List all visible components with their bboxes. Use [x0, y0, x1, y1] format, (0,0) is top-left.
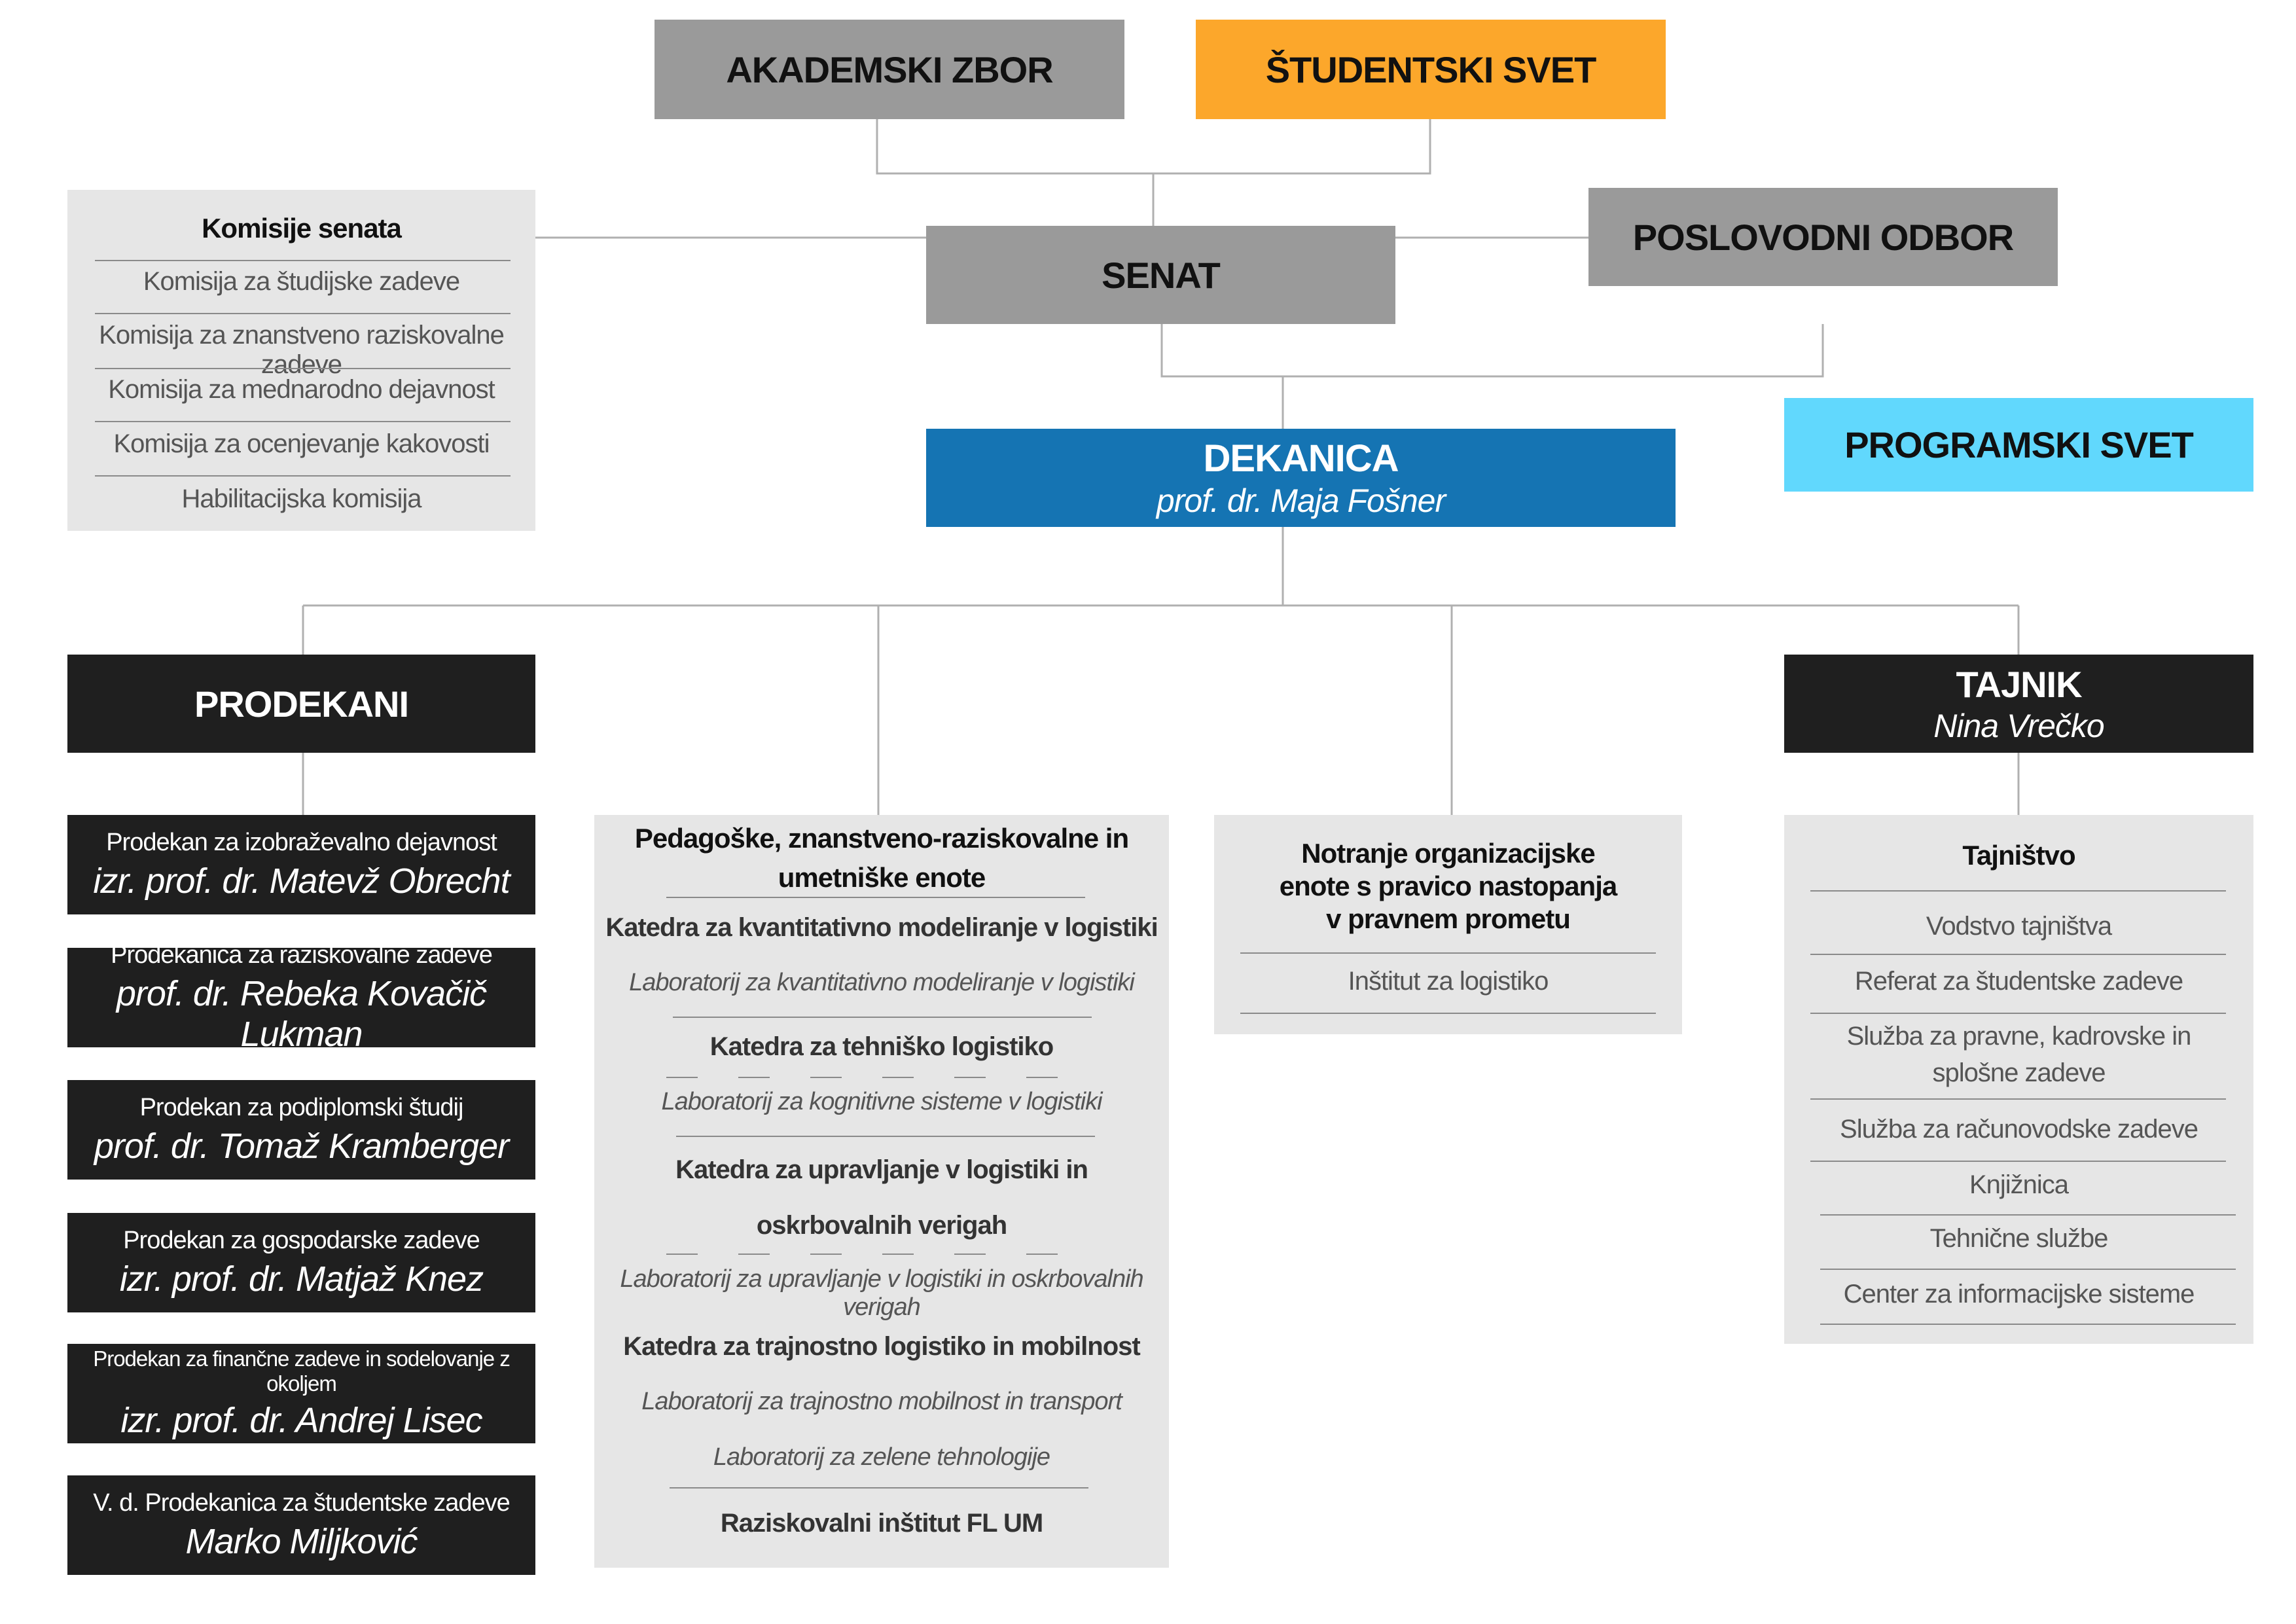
divider [95, 475, 511, 477]
enote-title: umetniške enote [778, 862, 986, 893]
katedra-title: Katedra za tehniško logistiko [709, 1032, 1054, 1061]
programski-svet-box: PROGRAMSKI SVET [1784, 398, 2253, 492]
prodekan-name: izr. prof. dr. Matevž Obrecht [93, 861, 510, 901]
tajnistvo-item: Tehnične službe [1929, 1224, 2109, 1253]
prodekani-title: PRODEKANI [194, 683, 409, 725]
prodekan-name: izr. prof. dr. Matjaž Knez [119, 1259, 484, 1299]
prodekan-role: Prodekan za finančne zadeve in sodelovan… [93, 1346, 511, 1396]
tajnistvo-item: Knjižnica [1969, 1170, 2069, 1199]
tajnik-title: TAJNIK [1956, 663, 2082, 705]
tajnistvo-item: Služba za računovodske zadeve [1840, 1115, 2198, 1144]
tajnik-name: Nina Vrečko [1933, 707, 2104, 744]
divider [1240, 952, 1656, 954]
divider [1810, 954, 2226, 955]
notranje-title: enote s pravico nastopanja [1279, 871, 1618, 901]
akademski-zbor-box: AKADEMSKI ZBOR [655, 20, 1124, 119]
dekanica-title: DEKANICA [1203, 437, 1399, 480]
divider [95, 368, 511, 369]
komisija-item: Habilitacijska komisija [181, 484, 422, 513]
divider [1820, 1324, 2236, 1325]
komisije-senata-panel: Komisije senata Komisija za študijske za… [67, 190, 535, 531]
tajnistvo-item: Center za informacijske sisteme [1843, 1280, 2195, 1308]
katedra-title: Katedra za kvantitativno modeliranje v l… [605, 913, 1158, 942]
laboratorij-item: Laboratorij za upravljanje v logistiki i… [620, 1265, 1143, 1321]
pedagoske-enote-panel: Pedagoške, znanstveno-raziskovalne in um… [594, 815, 1169, 1568]
divider [1810, 1098, 2226, 1100]
komisija-item: Komisija za študijske zadeve [143, 267, 460, 296]
akademski-zbor-label: AKADEMSKI ZBOR [726, 48, 1053, 90]
poslovodni-odbor-label: POSLOVODNI ODBOR [1632, 216, 2014, 258]
prodekan-card: Prodekan za podiplomski študij prof. dr.… [67, 1080, 535, 1180]
divider [95, 260, 511, 261]
komisija-item: Komisija za znanstveno raziskovalne zade… [99, 321, 505, 379]
dashed-divider [666, 1077, 1092, 1078]
prodekan-role: Prodekan za gospodarske zadeve [123, 1226, 480, 1254]
prodekan-role: Prodekanica za raziskovalne zadeve [111, 941, 493, 969]
dekanica-box: DEKANICA prof. dr. Maja Fošner [926, 429, 1676, 527]
institut-title: Raziskovalni inštitut FL UM [720, 1509, 1043, 1538]
studentski-svet-label: ŠTUDENTSKI SVET [1265, 48, 1597, 90]
laboratorij-item: Laboratorij za trajnostno mobilnost in t… [641, 1388, 1122, 1415]
divider [1820, 1269, 2236, 1270]
tajnistvo-item: Referat za študentske zadeve [1854, 967, 2183, 996]
prodekan-role: V. d. Prodekanica za študentske zadeve [93, 1489, 511, 1517]
tajnistvo-item: Vodstvo tajništva [1926, 912, 2112, 941]
studentski-svet-box: ŠTUDENTSKI SVET [1196, 20, 1666, 119]
dekanica-name: prof. dr. Maja Fošner [1156, 482, 1446, 519]
senat-label: SENAT [1102, 254, 1221, 296]
tajnistvo-item: Služba za pravne, kadrovske in [1846, 1022, 2192, 1051]
divider [1810, 1013, 2226, 1014]
komisija-item: Komisija za ocenjevanje kakovosti [113, 429, 490, 458]
prodekan-card: Prodekan za finančne zadeve in sodelovan… [67, 1344, 535, 1443]
prodekan-card: V. d. Prodekanica za študentske zadeve M… [67, 1475, 535, 1575]
institut-item: Inštitut za logistiko [1348, 967, 1549, 996]
prodekan-name: Marko Miljković [185, 1521, 418, 1561]
divider [1820, 1214, 2236, 1216]
divider [95, 313, 511, 314]
tajnistvo-title: Tajništvo [1962, 840, 2075, 871]
komisije-senata-title: Komisije senata [202, 213, 402, 244]
katedra-title: oskrbovalnih verigah [756, 1211, 1007, 1240]
prodekan-role: Prodekan za podiplomski študij [139, 1093, 464, 1121]
tajnik-box: TAJNIK Nina Vrečko [1784, 655, 2253, 753]
notranje-title: v pravnem prometu [1326, 903, 1571, 934]
prodekan-name: prof. dr. Rebeka Kovačič Lukman [116, 973, 487, 1054]
tajnistvo-item: splošne zadeve [1932, 1058, 2106, 1087]
prodekan-name: izr. prof. dr. Andrej Lisec [120, 1401, 482, 1440]
divider [666, 897, 1085, 898]
katedra-title: Katedra za trajnostno logistiko in mobil… [623, 1332, 1140, 1361]
enote-title: Pedagoške, znanstveno-raziskovalne in [634, 823, 1129, 854]
prodekan-card: Prodekan za izobraževalno dejavnost izr.… [67, 815, 535, 914]
laboratorij-item: Laboratorij za zelene tehnologije [713, 1443, 1050, 1471]
tajnistvo-panel: Tajništvo Vodstvo tajništva Referat za š… [1784, 815, 2253, 1344]
katedra-title: Katedra za upravljanje v logistiki in [675, 1155, 1088, 1184]
divider [673, 1017, 1092, 1018]
senat-box: SENAT [926, 226, 1395, 324]
poslovodni-odbor-box: POSLOVODNI ODBOR [1588, 188, 2058, 286]
divider [95, 421, 511, 422]
notranje-title: Notranje organizacijske [1301, 838, 1596, 869]
prodekan-card: Prodekan za gospodarske zadeve izr. prof… [67, 1213, 535, 1312]
divider [1810, 890, 2226, 892]
divider [1240, 1013, 1656, 1014]
programski-svet-label: PROGRAMSKI SVET [1844, 424, 2194, 465]
prodekan-card: Prodekanica za raziskovalne zadeve prof.… [67, 941, 535, 1054]
divider [670, 1487, 1088, 1489]
divider [676, 1136, 1095, 1137]
dashed-divider [666, 1254, 1092, 1255]
komisija-item: Komisija za mednarodno dejavnost [108, 375, 495, 404]
prodekani-box: PRODEKANI [67, 655, 535, 753]
notranje-enote-panel: Notranje organizacijske enote s pravico … [1214, 815, 1682, 1034]
divider [1810, 1161, 2226, 1162]
laboratorij-item: Laboratorij za kvantitativno modeliranje… [629, 969, 1135, 996]
prodekan-role: Prodekan za izobraževalno dejavnost [106, 828, 497, 856]
laboratorij-item: Laboratorij za kognitivne sisteme v logi… [661, 1088, 1102, 1115]
prodekan-name: prof. dr. Tomaž Kramberger [94, 1126, 509, 1166]
